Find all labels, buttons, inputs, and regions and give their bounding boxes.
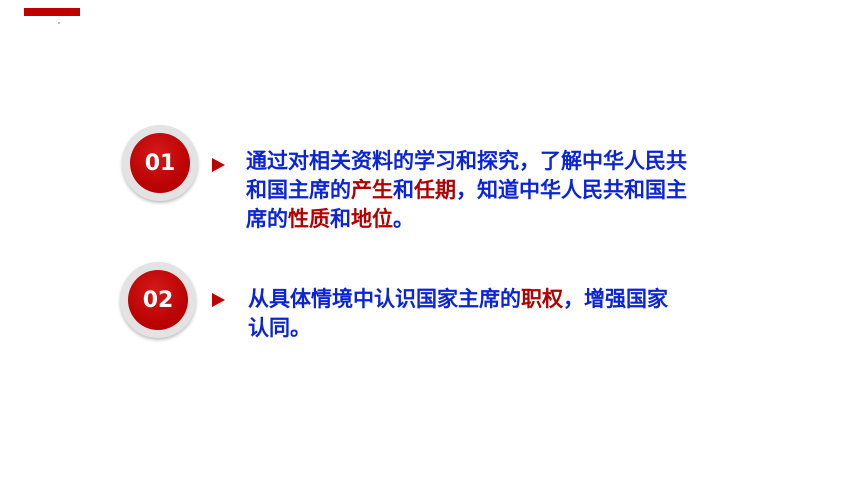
top-left-accent-bar — [24, 8, 80, 16]
bullet-arrow-icon — [212, 158, 225, 172]
highlighted-term: 产生 — [351, 178, 393, 202]
number-badge-2: 02 — [120, 262, 196, 338]
number-badge-2-label: 02 — [128, 270, 188, 330]
text-segment: 通过对相关资料的学习和探究，了解中华人民共 — [246, 149, 687, 173]
objective-text-2: 从具体情境中认识国家主席的职权，增强国家认同。 — [248, 285, 808, 343]
text-segment: 。 — [393, 207, 414, 231]
text-segment: 认同。 — [248, 316, 311, 340]
highlighted-term: 职权 — [521, 287, 563, 311]
text-segment: 和 — [330, 207, 351, 231]
decorative-dot — [58, 22, 60, 24]
bullet-arrow-icon — [212, 293, 225, 307]
highlighted-term: 性质 — [288, 207, 330, 231]
text-segment: 席的 — [246, 207, 288, 231]
text-segment: 和国主席的 — [246, 178, 351, 202]
highlighted-term: 任期 — [414, 178, 456, 202]
objective-text-1: 通过对相关资料的学习和探究，了解中华人民共和国主席的产生和任期，知道中华人民共和… — [246, 147, 806, 234]
text-segment: 和 — [393, 178, 414, 202]
number-badge-1: 01 — [122, 125, 198, 201]
text-segment: ，知道中华人民共和国主 — [456, 178, 687, 202]
number-badge-1-label: 01 — [130, 133, 190, 193]
text-segment: 从具体情境中认识国家主席的 — [248, 287, 521, 311]
highlighted-term: 地位 — [351, 207, 393, 231]
text-segment: ，增强国家 — [563, 287, 668, 311]
